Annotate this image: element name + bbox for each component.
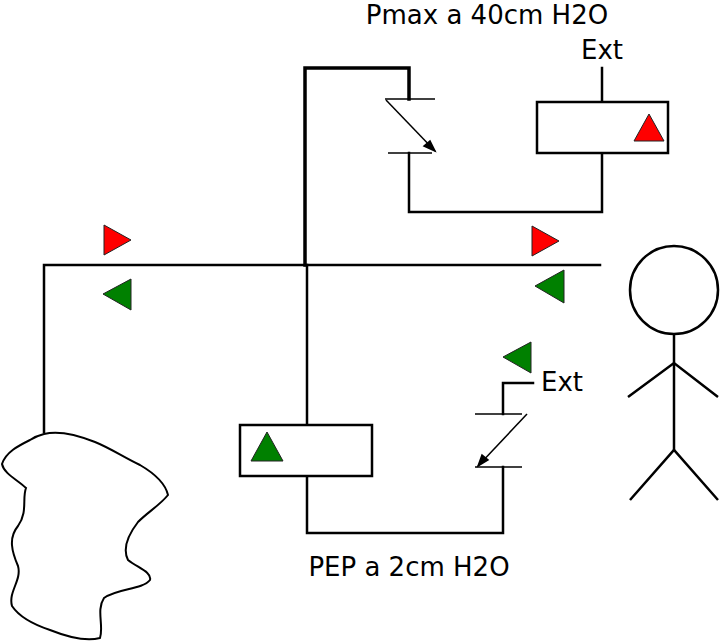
expiration-arrow	[103, 279, 131, 310]
expiration-arrow	[503, 342, 531, 373]
valve-seat	[475, 413, 522, 415]
inspiration-arrow	[532, 226, 559, 256]
upper-branch	[305, 68, 409, 265]
valve-seat	[388, 152, 432, 154]
valve-box	[240, 425, 372, 476]
main-tube	[44, 265, 600, 432]
lower-branch	[306, 265, 309, 425]
patient-arms	[628, 363, 718, 397]
patient-figure	[628, 246, 718, 500]
valve-seat	[475, 466, 522, 468]
expiration-arrow	[535, 270, 564, 303]
valve-spring	[386, 100, 435, 151]
valve-setting-label: Pmax a 40cm H2O	[366, 2, 608, 28]
valve-spring	[478, 414, 527, 466]
peep-valve-symbol	[475, 414, 527, 467]
patient-legs	[630, 450, 718, 500]
exhaust-label: Ext	[541, 369, 583, 395]
expiration-arrow	[251, 432, 283, 461]
inspiration-arrow	[634, 114, 664, 141]
exhaust-label: Ext	[581, 37, 623, 63]
flow-arrows	[103, 114, 664, 461]
arrow-head	[478, 455, 488, 466]
exhaust-line	[601, 68, 604, 102]
valve-box	[537, 102, 668, 153]
lung-outline	[2, 433, 168, 640]
patient-body	[673, 334, 676, 450]
valve-seat	[385, 98, 435, 100]
valve-setting-label: PEP a 2cm H2O	[308, 554, 509, 580]
relief-valve-symbol	[385, 99, 435, 153]
exhaust-line	[503, 383, 533, 414]
upper-return-line	[409, 153, 602, 212]
inspiration-arrow	[104, 225, 131, 255]
arrow-head	[424, 141, 435, 151]
patient-head	[630, 246, 718, 334]
